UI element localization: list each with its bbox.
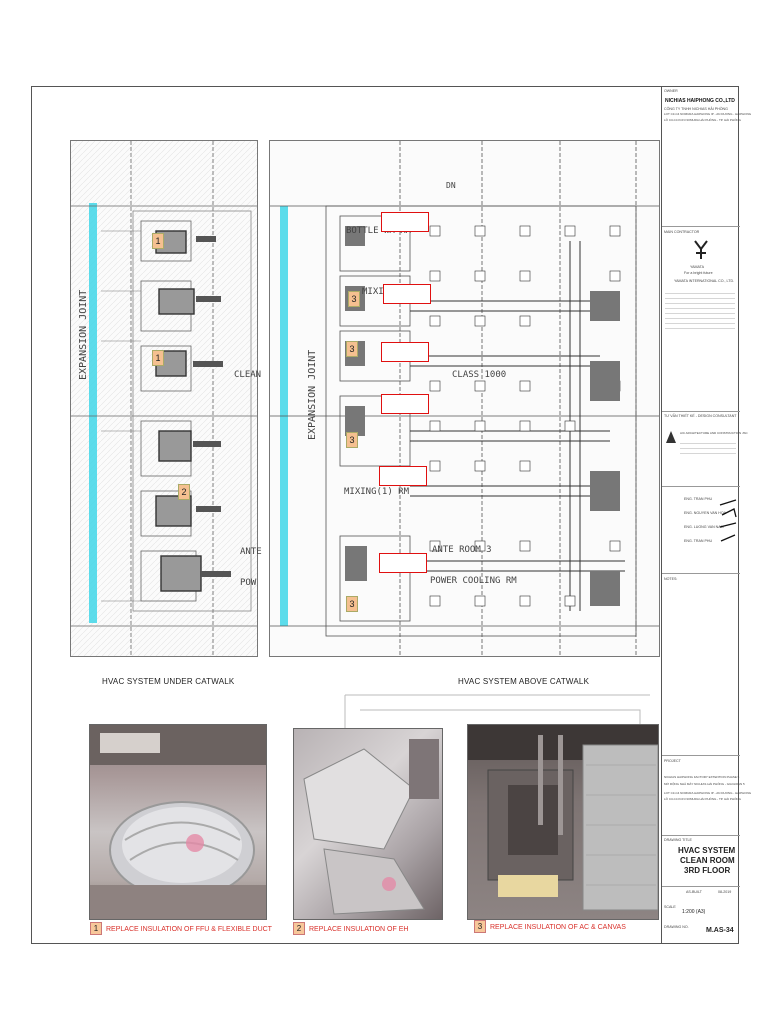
- contractor-block: MAIN CONTRACTOR YAMATA For a bright futu…: [662, 226, 740, 426]
- highlight-box-1: [381, 212, 429, 232]
- expansion-joint-label-left: EXPANSION JOINT: [78, 289, 89, 380]
- room-label-pow: POW: [240, 578, 257, 588]
- project-label: PROJECT: [664, 759, 681, 763]
- highlight-box-2: [383, 284, 431, 304]
- sign-row-3: ENG. LUONG VAN NAM: [684, 525, 724, 529]
- owner-addr2: LÔ C3-C4 KCN NOMURA HẢI PHÒNG - TP. HẢI …: [664, 118, 741, 122]
- contractor-brand: YAMATA: [690, 265, 704, 269]
- project-addr2: LÔ C3-C4 KCN NOMURA HẢI PHÒNG - TP. HẢI …: [664, 797, 741, 801]
- right-marker-3a: 3: [348, 291, 360, 307]
- room-label-power: POWER COOLING RM: [430, 576, 517, 586]
- project-addr1: LOT C3-C4 NOMURA HAIPHONG IP - AN DUONG …: [664, 791, 752, 795]
- signature-block: ENG. TRAN PHU ENG. NGUYEN VAN HOA ENG. L…: [662, 486, 740, 572]
- left-marker-1a: 1: [152, 233, 164, 249]
- signature-marks: [719, 499, 737, 542]
- project-name: NICHIAS HAIPHONG FACTORY EXTENTION PHASE…: [664, 775, 740, 779]
- contractor-name: YAMATA INTERNATIONAL CO., LTD.: [674, 279, 735, 283]
- room-label-clean: CLEAN: [234, 370, 262, 380]
- highlight-box-4: [381, 394, 429, 414]
- notes-label: NOTES:: [664, 577, 678, 581]
- left-marker-1b: 1: [152, 350, 164, 366]
- room-label-ante3: ANTE ROOM 3: [432, 545, 492, 555]
- plan-above-catwalk-drawing: [270, 141, 659, 656]
- photo-note-2-text: REPLACE INSULATION OF EH: [309, 926, 409, 933]
- notes-block: NOTES:: [662, 573, 740, 753]
- caption-above-catwalk: HVAC SYSTEM ABOVE CATWALK: [458, 677, 590, 686]
- room-label-mixing: MIXING: [362, 287, 395, 297]
- owner-name: NICHIAS HAIPHONG CO.,LTD: [665, 98, 735, 104]
- caption-under-catwalk: HVAC SYSTEM UNDER CATWALK: [102, 677, 235, 686]
- photo-note-1-text: REPLACE INSULATION OF FFU & FLEXIBLE DUC…: [106, 926, 272, 933]
- photo-note-3-text: REPLACE INSULATION OF AC & CANVAS: [490, 924, 626, 931]
- owner-addr1: LOT C3-C4 NOMURA HAIPHONG IP - AN DUONG …: [664, 112, 752, 116]
- left-marker-2: 2: [178, 484, 190, 500]
- consultant-block: TƯ VẤN THIẾT KẾ - DESIGN CONSULTANT AIC …: [662, 411, 748, 491]
- drawing-title-label: DRAWING TITLE: [664, 838, 692, 842]
- photo-ac-canvas: [467, 724, 659, 920]
- room-label-ante: ANTE: [240, 547, 262, 557]
- title-block: OWNER NICHIAS HAIPHONG CO.,LTD CÔNG TY T…: [661, 86, 751, 944]
- room-label-dn: DN: [446, 181, 456, 190]
- scale-block: AS-BUILT 08-2019 SCALE 1:200 (A3) DRAWIN…: [662, 886, 740, 944]
- drawing-title-block: DRAWING TITLE HVAC SYSTEM CLEAN ROOM 3RD…: [662, 835, 740, 887]
- contractor-label: MAIN CONTRACTOR: [664, 230, 700, 234]
- expansion-strip: [89, 203, 97, 623]
- yamata-logo-icon: [694, 240, 708, 259]
- plan-under-catwalk: [70, 140, 258, 657]
- consultant-logo-icon: [666, 431, 676, 443]
- expansion-joint-label-right: EXPANSION JOINT: [307, 349, 318, 440]
- plan-under-catwalk-drawing: [71, 141, 257, 656]
- drawing-title-line-2: CLEAN ROOM: [680, 856, 735, 865]
- plan-above-catwalk: [269, 140, 660, 657]
- right-marker-3b: 3: [346, 341, 358, 357]
- owner-vn: CÔNG TY TNHH NICHIAS HẢI PHÒNG: [664, 107, 728, 111]
- drawing-no: M.AS-34: [706, 927, 734, 934]
- room-label-bottle: BOTTLE WA RM: [346, 226, 412, 236]
- consultant-label: TƯ VẤN THIẾT KẾ - DESIGN CONSULTANT: [664, 414, 737, 418]
- sign-row-1: ENG. TRAN PHU: [684, 497, 713, 501]
- drawing-title-line-1: HVAC SYSTEM: [678, 846, 736, 855]
- photo-ffu-flexible-duct: [89, 724, 267, 920]
- highlight-box-3: [381, 342, 429, 362]
- right-marker-3d: 3: [346, 596, 358, 612]
- scale-value: 1:200 (A3): [682, 909, 706, 915]
- photo-eh: [293, 728, 443, 920]
- highlight-box-5: [379, 466, 427, 486]
- scale-label: SCALE: [664, 905, 676, 909]
- owner-label: OWNER: [664, 89, 678, 93]
- right-marker-3c: 3: [346, 432, 358, 448]
- room-label-mixing1: MIXING(1) RM: [344, 487, 410, 497]
- drawing-title-line-3: 3RD FLOOR: [684, 866, 731, 875]
- highlight-box-6: [379, 553, 427, 573]
- date-value: 08-2019: [718, 890, 732, 894]
- consultant-name: AIC ARCHITECTURE AND CONSTRUCTION JSC: [680, 431, 748, 435]
- project-vn: MỞ RỘNG NHÀ MÁY NICHIAS HẢI PHÒNG - GIAI…: [664, 782, 745, 786]
- drawing-no-label: DRAWING NO.: [664, 925, 689, 929]
- stage-value: AS-BUILT: [686, 890, 702, 894]
- sign-row-4: ENG. TRAN PHU: [684, 539, 713, 543]
- project-block: PROJECT NICHIAS HAIPHONG FACTORY EXTENTI…: [662, 755, 751, 835]
- contractor-tag: For a bright future: [684, 271, 713, 275]
- room-label-class: CLASS 1000: [452, 370, 507, 380]
- sign-row-2: ENG. NGUYEN VAN HOA: [684, 511, 727, 515]
